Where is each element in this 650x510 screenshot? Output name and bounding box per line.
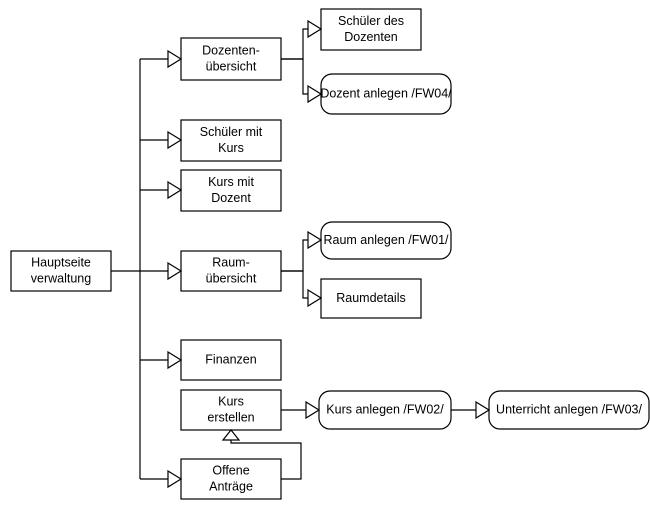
node-label-kurs-mit-dozent: Dozent [211,191,251,205]
node-label-kurs-mit-dozent: Kurs mit [208,175,254,189]
arrow-raum-anlegen [307,230,323,250]
node-label-raumdetails: Raumdetails [336,291,405,305]
arrow-raumdetails [307,288,323,308]
node-label-schueler-des-dozenten: Dozenten [344,30,398,44]
node-label-raum-anlegen: Raum anlegen /FW01/ [323,233,449,247]
node-finanzen[interactable]: Finanzen [180,339,282,381]
edge-raumuebersicht-to-raumdetails [281,270,308,299]
node-shape-hauptseite[interactable] [10,250,112,292]
arrow-kurs-mit-dozent [167,180,183,200]
arrow-kurs-erstellen-up [221,429,241,441]
edge-raumuebersicht-to-raum-anlegen [281,239,308,272]
node-label-unterricht-anlegen: Unterricht anlegen /FW03/ [496,402,642,416]
arrow-dozentenuebersicht [167,49,183,69]
node-unterricht-anlegen[interactable]: Unterricht anlegen /FW03/ [488,390,650,430]
node-label-schueler-des-dozenten: Schüler des [338,14,404,28]
node-hauptseite[interactable]: Hauptseite verwaltung [10,250,112,292]
node-shape-schueler-mit-kurs[interactable] [180,119,282,162]
node-raumuebersicht[interactable]: Raum-übersicht [180,250,282,292]
arrow-unterricht-anlegen [475,400,491,420]
node-label-kurs-anlegen: Kurs anlegen /FW02/ [326,402,444,416]
nodes-layer: HauptseiteverwaltungDozenten-übersichtSc… [10,8,650,500]
node-label-kurs-erstellen: Kurs [218,394,244,408]
arrow-kurs-anlegen [305,400,321,420]
node-label-hauptseite: verwaltung [31,271,91,285]
node-label-hauptseite: Hauptseite [31,255,91,269]
node-label-raumuebersicht: übersicht [206,271,257,285]
node-shape-raumuebersicht[interactable] [180,250,282,292]
edge-dozentenuebersicht-to-schueler-des-dozenten [281,28,308,60]
node-label-kurs-erstellen: erstellen [207,410,254,424]
node-raumdetails[interactable]: Raumdetails [320,278,422,319]
arrowheads-layer [167,19,491,489]
node-label-dozent-anlegen: Dozent anlegen /FW04/ [320,86,452,100]
arrow-dozent-anlegen [307,84,323,104]
node-label-schueler-mit-kurs: Kurs [218,141,244,155]
node-shape-schueler-des-dozenten[interactable] [320,8,422,51]
node-label-finanzen: Finanzen [205,352,256,366]
node-shape-finanzen[interactable] [180,339,282,381]
node-label-dozentenuebersicht: Dozenten- [202,43,260,57]
node-label-raumuebersicht: Raum- [212,255,250,269]
arrow-schueler-mit-kurs [167,130,183,150]
edges-layer [111,28,476,480]
node-kurs-erstellen[interactable]: Kurs erstellen [180,389,282,431]
node-shape-raumdetails[interactable] [320,278,422,319]
edge-offene-antraege-to-kurs-erstellen [230,438,302,480]
node-label-offene-antraege: Anträge [209,479,253,493]
node-kurs-anlegen[interactable]: Kurs anlegen /FW02/ [318,390,452,430]
arrow-schueler-des-dozenten [307,19,323,39]
node-dozent-anlegen[interactable]: Dozent anlegen /FW04/ [320,73,452,115]
node-shape-kurs-mit-dozent[interactable] [180,169,282,212]
node-label-offene-antraege: Offene [212,463,249,477]
node-dozentenuebersicht[interactable]: Dozenten-übersicht [180,37,282,81]
node-label-schueler-mit-kurs: Schüler mit [200,125,263,139]
node-shape-offene-antraege[interactable] [180,458,282,500]
arrow-raumuebersicht [167,261,183,281]
node-shape-dozentenuebersicht[interactable] [180,37,282,81]
node-label-dozentenuebersicht: übersicht [206,59,257,73]
edge-dozentenuebersicht-to-dozent-anlegen [281,58,308,95]
node-raum-anlegen[interactable]: Raum anlegen /FW01/ [320,221,452,260]
arrow-offene-antraege [167,469,183,489]
arrow-finanzen [167,350,183,370]
